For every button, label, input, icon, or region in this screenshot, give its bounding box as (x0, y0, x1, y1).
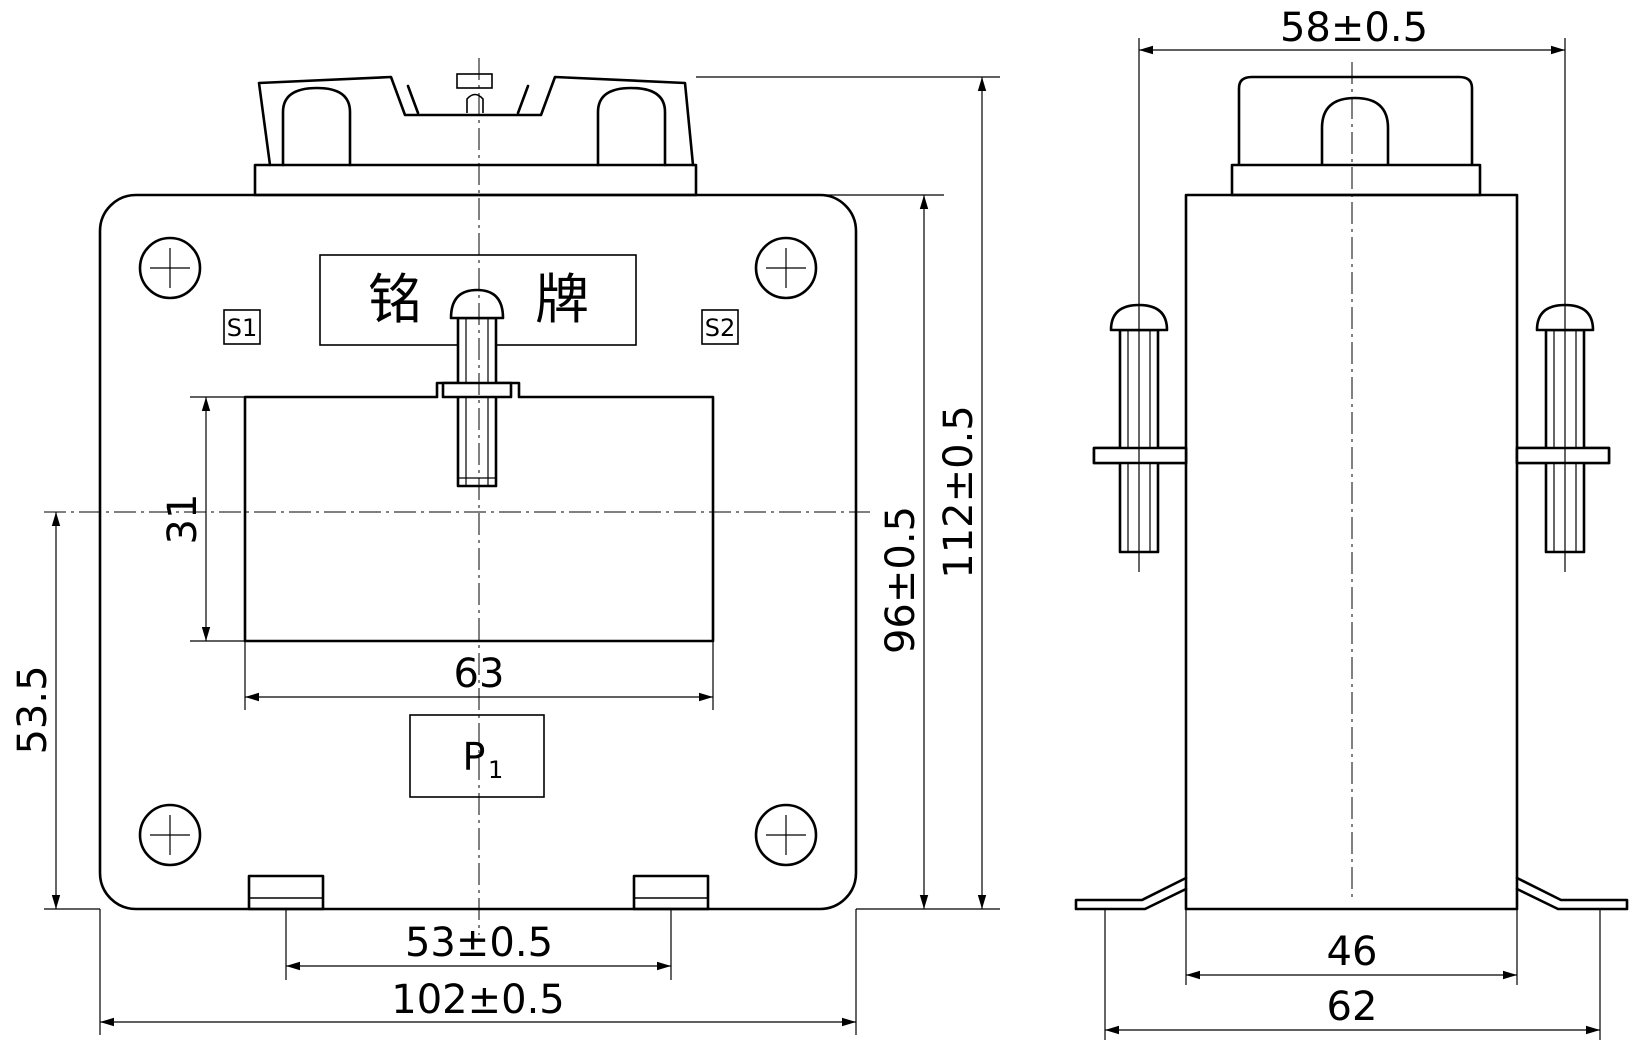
side-bolt-right (1515, 303, 1611, 554)
foot-left (247, 874, 325, 911)
dim-total-width: 102±0.5 (391, 977, 564, 1023)
terminal-label-s1-box (223, 309, 261, 345)
side-bolt-left (1092, 303, 1188, 554)
side-base-bracket (1074, 876, 1188, 911)
terminal-screw (441, 288, 513, 488)
dim-window-height: 31 (160, 494, 206, 545)
dim-body-height: 96±0.5 (878, 506, 924, 654)
mounting-hole-top-left (138, 236, 202, 300)
dim-mount-spacing: 53±0.5 (405, 920, 553, 966)
mounting-hole-top-right (754, 236, 818, 300)
dim-side-body-depth: 46 (1327, 929, 1378, 975)
front-view: 铭 牌 S1 S2 P 1 (44, 58, 870, 935)
window-opening (243, 381, 715, 643)
mounting-hole-bottom-right (754, 803, 818, 867)
side-dimensions: 58±0.5 46 62 (1104, 5, 1601, 1040)
main-body (98, 193, 858, 911)
dim-window-width: 63 (454, 651, 505, 697)
front-dimensions: 31 63 53.5 53±0.5 102±0.5 96±0.5 112±0.5 (10, 76, 1000, 1035)
dim-center-height: 53.5 (10, 665, 56, 754)
primary-marking-text: P (463, 735, 486, 779)
terminal-block (253, 73, 698, 197)
dim-side-bolt-span: 58±0.5 (1280, 5, 1428, 51)
terminal-label-s1: S1 (227, 314, 258, 342)
nameplate-char-2: 牌 (535, 268, 589, 331)
mounting-hole-bottom-left (138, 803, 202, 867)
dim-total-height: 112±0.5 (936, 405, 982, 578)
nameplate-char-1: 铭 (368, 268, 422, 331)
side-view (1074, 62, 1629, 911)
terminal-label-s2-box (701, 309, 739, 345)
terminal-label-s2: S2 (705, 314, 736, 342)
primary-marking-frame (409, 714, 545, 798)
primary-marking-subscript: 1 (488, 756, 503, 784)
foot-right (632, 874, 710, 911)
dim-side-base-width: 62 (1327, 984, 1378, 1030)
